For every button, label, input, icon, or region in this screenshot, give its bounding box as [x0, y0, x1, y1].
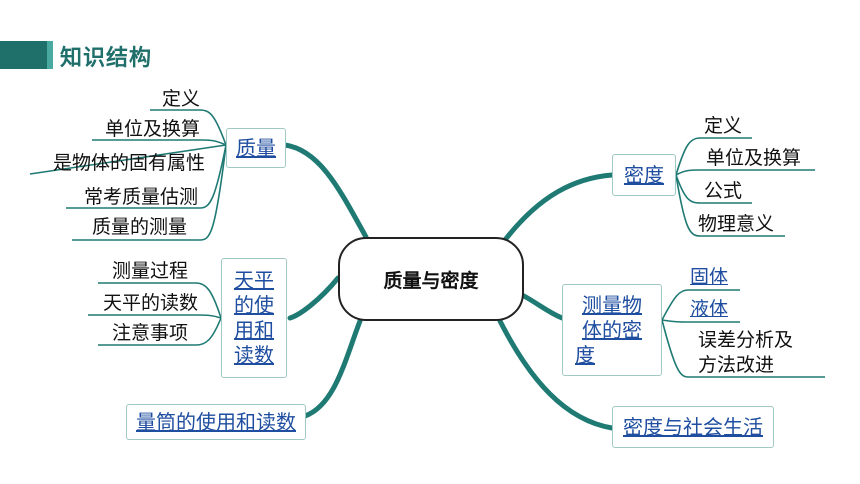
branch-balance[interactable]: 天平 的使 用和 读数 — [221, 258, 287, 378]
balance-leaf-reading: 天平的读数 — [102, 292, 198, 314]
branch-density-label[interactable]: 密度 — [624, 162, 664, 187]
branch-line-measure — [521, 293, 565, 321]
leaf-line-measure-2 — [661, 319, 825, 378]
leaf-line-mass-1 — [92, 139, 227, 146]
branch-mass[interactable]: 质量 — [226, 128, 286, 168]
leaf-line-density-1 — [675, 169, 815, 176]
header-accent-bar — [0, 41, 47, 69]
leaf-line-measure-0 — [661, 289, 740, 321]
leaf-line-balance-2 — [98, 317, 222, 346]
branch-line-density — [502, 172, 615, 243]
branch-density[interactable]: 密度 — [612, 154, 676, 196]
mass-leaf-inherent-property: 是物体的固有属性 — [52, 152, 205, 174]
branch-balance-label-line-4[interactable]: 读数 — [234, 343, 274, 367]
branch-line-balance — [287, 275, 341, 321]
header-accent-stripe — [47, 41, 53, 69]
branch-line-mass — [282, 142, 369, 240]
measure-leaf-error-analysis-line-1: 误差分析及 — [698, 329, 794, 351]
center-topic: 质量与密度 — [338, 237, 524, 321]
branch-line-society — [497, 318, 615, 431]
branch-society-label[interactable]: 密度与社会生活 — [623, 414, 763, 439]
branch-balance-label-line-3[interactable]: 用和 — [234, 318, 274, 342]
leaf-line-density-2 — [675, 174, 752, 204]
branch-balance-label-line-1[interactable]: 天平 — [234, 268, 274, 292]
branch-measure-density[interactable]: 测量物 体的密 度 — [562, 284, 662, 376]
mass-leaf-definition: 定义 — [161, 88, 200, 110]
mass-leaf-unit-conversion: 单位及换算 — [104, 118, 200, 140]
branch-measure-label-line-3[interactable]: 度 — [575, 342, 595, 367]
balance-leaf-notes: 注意事项 — [111, 322, 188, 344]
density-leaf-formula: 公式 — [704, 180, 743, 202]
leaf-line-mass-0 — [150, 109, 227, 146]
density-leaf-unit-conversion: 单位及换算 — [706, 147, 802, 169]
branch-line-cylinder — [302, 318, 363, 419]
measure-leaf-solid[interactable]: 固体 — [690, 266, 729, 288]
leaf-line-mass-4 — [72, 144, 227, 241]
branch-density-society[interactable]: 密度与社会生活 — [612, 406, 774, 448]
branch-balance-label-line-2[interactable]: 的使 — [234, 293, 274, 317]
mass-leaf-measurement: 质量的测量 — [91, 216, 187, 238]
leaf-line-density-0 — [675, 137, 752, 176]
density-leaf-physical-meaning: 物理意义 — [698, 213, 775, 235]
leaf-line-balance-0 — [98, 282, 222, 319]
leaf-line-density-3 — [675, 174, 785, 237]
page-title: 知识结构 — [60, 46, 153, 71]
density-leaf-definition: 定义 — [704, 115, 743, 137]
leaf-line-balance-1 — [88, 314, 222, 319]
leaf-line-mass-3 — [66, 144, 227, 209]
leaf-line-measure-1 — [661, 319, 740, 323]
branch-cylinder[interactable]: 量筒的使用和读数 — [126, 404, 306, 440]
leaf-line-mass-2 — [29, 144, 227, 175]
center-topic-label: 质量与密度 — [383, 269, 479, 292]
branch-mass-label[interactable]: 质量 — [236, 135, 276, 160]
measure-leaf-error-analysis-line-2: 方法改进 — [698, 354, 775, 376]
branch-measure-label-line-1[interactable]: 测量物 — [582, 292, 642, 317]
measure-leaf-liquid[interactable]: 液体 — [690, 298, 729, 320]
branch-measure-label-line-2[interactable]: 体的密 — [582, 317, 642, 342]
balance-leaf-process: 测量过程 — [111, 260, 188, 282]
mass-leaf-estimation: 常考质量估测 — [83, 186, 198, 208]
branch-cylinder-label[interactable]: 量筒的使用和读数 — [136, 409, 296, 434]
